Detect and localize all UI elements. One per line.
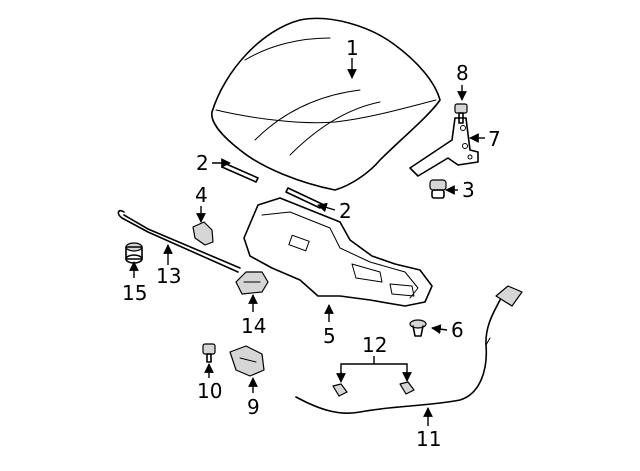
hood-support-rod [117,209,241,273]
support-rod-clip [192,221,214,246]
leader-lines [129,58,485,426]
hood-latch [235,271,269,295]
callout-1: 1 [346,36,359,60]
hood-insulator [243,197,433,307]
hood-hinge [409,117,479,177]
cable-clip [409,319,427,337]
hood-striker [229,345,265,377]
hood-seal-strip-right [285,187,323,209]
callout-3: 3 [462,178,475,202]
callout-2-left: 2 [196,151,209,175]
callout-12: 12 [362,333,387,357]
callout-7: 7 [488,127,501,151]
hood-seal-strip-left [221,162,259,183]
bolt-part-10 [202,343,216,363]
callout-9: 9 [247,395,260,419]
callout-14: 14 [241,314,266,338]
callout-13: 13 [156,264,181,288]
hood-rod-bumper [125,242,143,264]
callout-6: 6 [451,318,464,342]
cable-clip-left [332,383,348,397]
callout-15: 15 [122,281,147,305]
cable-clip-right [399,381,415,395]
hood-release-cable [295,285,523,415]
callout-10: 10 [197,379,222,403]
callout-2-right: 2 [339,199,352,223]
callout-8: 8 [456,61,469,85]
callout-11: 11 [416,427,441,451]
callout-4: 4 [195,183,208,207]
hood-panel [211,17,441,191]
callout-5: 5 [323,324,336,348]
hood-bumper [429,179,447,199]
bolt-part-8 [454,103,468,124]
